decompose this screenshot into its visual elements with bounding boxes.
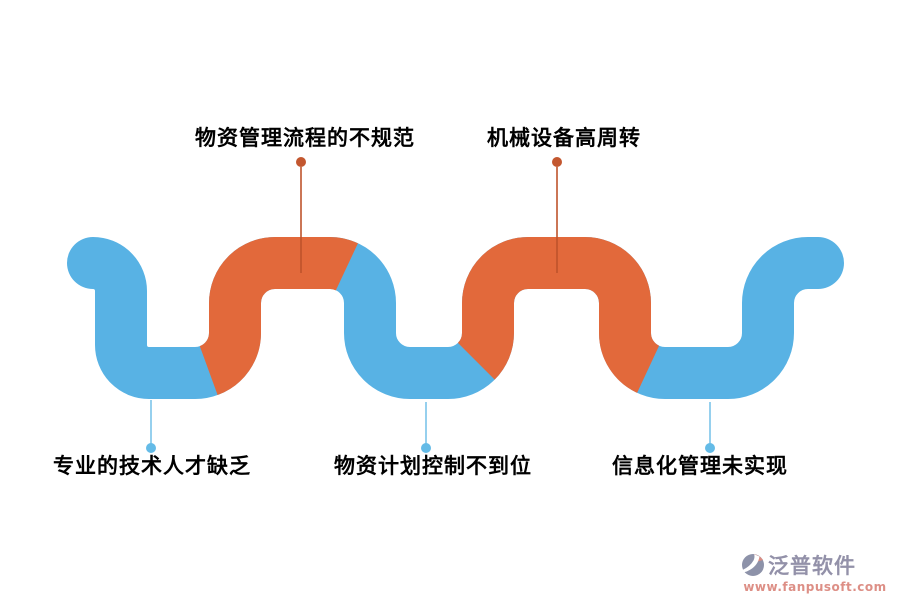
label-material-process: 物资管理流程的不规范 [195,126,415,150]
vendor-brand-name: 泛普软件 [768,554,856,578]
label-talent-shortage: 专业的技术人才缺乏 [53,454,251,478]
wave-segment-orange-2 [456,237,661,393]
fanpu-logo-icon [742,554,764,576]
label-equipment-turnover: 机械设备高周转 [487,126,641,150]
label-it-management: 信息化管理未实现 [612,454,788,478]
leader-dot-top-1 [296,157,306,167]
vendor-watermark: 泛普软件 www.fanpusoft.com [740,550,890,594]
leader-dot-bottom-3 [705,443,715,453]
leader-dot-top-2 [552,157,562,167]
label-plan-control: 物资计划控制不到位 [334,454,532,478]
leader-dot-bottom-1 [146,443,156,453]
leader-dot-bottom-2 [421,443,431,453]
wave-segment-orange-1 [198,237,358,396]
vendor-url[interactable]: www.fanpusoft.com [743,580,887,594]
wave-ribbon-blue [67,237,844,399]
